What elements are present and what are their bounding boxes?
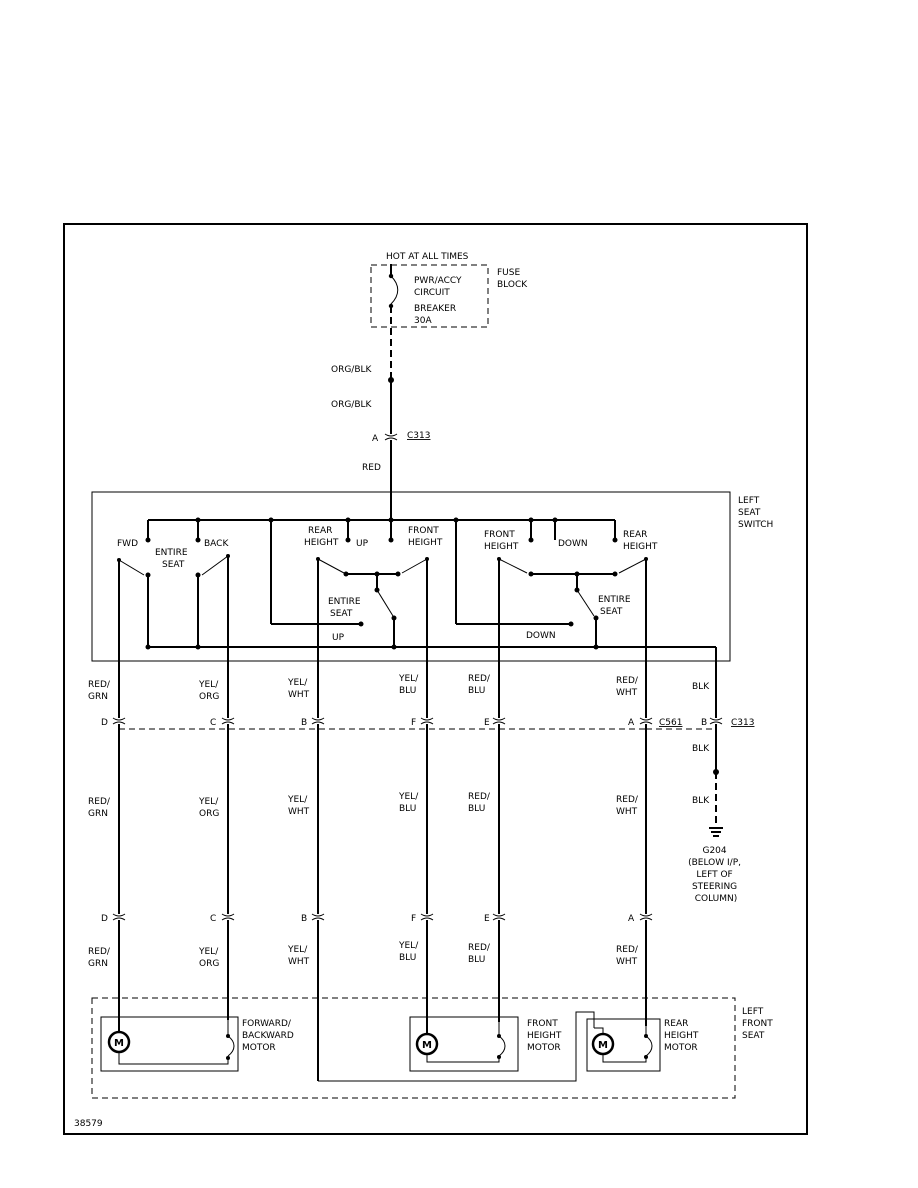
entire-seat-right-label: ENTIRE SEAT (598, 595, 633, 617)
front-height-right-label: FRONT HEIGHT (484, 530, 519, 552)
wire-colors-top: RED/GRN YEL/ORG YEL/WHT YEL/BLU RED/BLU … (88, 674, 710, 702)
svg-text:RED/WHT: RED/WHT (616, 945, 639, 967)
left-seat-switch: LEFT SEAT SWITCH FWD BACK ENTIR (91, 491, 773, 718)
fuse-block: HOT AT ALL TIMES PWR/ACCY CIRCUIT BREAKE… (370, 252, 528, 328)
svg-text:RED/BLU: RED/BLU (468, 674, 491, 696)
feed-connector-pin: A (372, 434, 379, 444)
svg-text:YEL/WHT: YEL/WHT (287, 945, 310, 967)
svg-text:D: D (101, 914, 108, 924)
ground-wire-color-3: BLK (692, 796, 710, 806)
svg-text:RED/WHT: RED/WHT (616, 676, 639, 698)
svg-text:YEL/ORG: YEL/ORG (198, 797, 219, 819)
svg-text:YEL/BLU: YEL/BLU (398, 792, 419, 814)
hot-at-all-times-label: HOT AT ALL TIMES (386, 252, 469, 262)
rear-height-right-label: REAR HEIGHT (623, 530, 658, 552)
ground-connector-label: C313 (731, 718, 754, 728)
svg-text:C: C (210, 718, 216, 728)
svg-text:RED/BLU: RED/BLU (468, 792, 491, 814)
seat-label: LEFT FRONT SEAT (742, 1007, 776, 1041)
svg-text:YEL/ORG: YEL/ORG (198, 680, 219, 702)
back-label: BACK (204, 539, 229, 549)
figure-id: 38579 (74, 1119, 103, 1129)
lower-connector-row: D C B F E A (101, 913, 653, 924)
svg-text:E: E (484, 718, 490, 728)
svg-text:YEL/BLU: YEL/BLU (398, 941, 419, 963)
rear-height-motor: M REAR HEIGHT MOTOR (586, 1018, 701, 1072)
lower-wires (118, 920, 647, 1081)
seat-outline (91, 997, 736, 1099)
down-top-label: DOWN (558, 539, 588, 549)
svg-text:RED/GRN: RED/GRN (88, 947, 111, 969)
middle-wires (118, 724, 647, 914)
feed-wire: ORG/BLK ORG/BLK A C313 RED (331, 306, 430, 520)
fuse-block-label: FUSE BLOCK (497, 268, 528, 290)
c561-connector: D C B F E A C561 B C313 (101, 717, 754, 730)
ground-g204: BLK BLK G204 (BELOW I/P, LEFT OF STEERIN… (688, 724, 744, 904)
ground-wire-color-1: BLK (692, 682, 710, 692)
front-height-left-label: FRONT HEIGHT (408, 526, 443, 548)
ground-wire-color-2: BLK (692, 744, 710, 754)
svg-text:RED/GRN: RED/GRN (88, 797, 111, 819)
svg-text:YEL/WHT: YEL/WHT (287, 795, 310, 817)
feed-wire-color-lower: ORG/BLK (331, 400, 373, 410)
svg-text:B: B (701, 718, 707, 728)
switch-outline (91, 491, 731, 662)
diagram-frame (63, 223, 808, 1135)
forward-backward-motor: M FORWARD/ BACKWARD MOTOR (100, 1016, 297, 1072)
front-height-motor: M FRONT HEIGHT MOTOR (409, 1016, 564, 1072)
up-top-label: UP (356, 539, 369, 549)
entire-seat-left-label: ENTIRE SEAT (155, 548, 190, 570)
svg-text:F: F (411, 914, 416, 924)
svg-text:M: M (422, 1040, 432, 1051)
svg-text:RED/GRN: RED/GRN (88, 680, 111, 702)
svg-text:A: A (628, 914, 635, 924)
svg-text:E: E (484, 914, 490, 924)
svg-text:D: D (101, 718, 108, 728)
feed-wire-color-upper: ORG/BLK (331, 365, 373, 375)
svg-text:YEL/BLU: YEL/BLU (398, 674, 419, 696)
wire-colors-bottom: RED/GRN YEL/ORG YEL/WHT YEL/BLU RED/BLU … (88, 941, 639, 969)
fwd-label: FWD (117, 539, 138, 549)
svg-text:B: B (301, 914, 307, 924)
feed-wire-color-red: RED (362, 463, 381, 473)
rear-height-left-label: REAR HEIGHT (304, 526, 339, 548)
output-wires (118, 556, 647, 718)
up-bottom-label: UP (332, 633, 345, 643)
wire-colors-middle: RED/GRN YEL/ORG YEL/WHT YEL/BLU RED/BLU … (88, 792, 639, 819)
entire-seat-mid-label: ENTIRE SEAT (328, 597, 363, 619)
breaker-label: PWR/ACCY CIRCUIT BREAKER 30A (414, 276, 464, 326)
svg-text:RED/WHT: RED/WHT (616, 795, 639, 817)
forward-backward-motor-label: FORWARD/ BACKWARD MOTOR (242, 1019, 297, 1053)
svg-text:M: M (114, 1038, 124, 1049)
svg-text:C: C (210, 914, 216, 924)
c561-label: C561 (659, 718, 682, 728)
svg-text:YEL/WHT: YEL/WHT (287, 678, 310, 700)
yel-wht-rear-motor-route (318, 1011, 595, 1082)
svg-text:F: F (411, 718, 416, 728)
svg-text:A: A (628, 718, 635, 728)
c313-connector-symbol (384, 433, 398, 441)
svg-text:M: M (598, 1040, 608, 1051)
svg-text:RED/BLU: RED/BLU (468, 943, 491, 965)
svg-text:B: B (301, 718, 307, 728)
front-height-motor-label: FRONT HEIGHT MOTOR (527, 1019, 564, 1053)
circuit-breaker-symbol (388, 264, 399, 309)
switch-label: LEFT SEAT SWITCH (738, 496, 773, 530)
rear-height-motor-label: REAR HEIGHT MOTOR (664, 1019, 701, 1053)
down-bottom-label: DOWN (526, 631, 556, 641)
left-front-seat: LEFT FRONT SEAT M FORWARD/ BACKWARD MOTO… (91, 997, 776, 1099)
g204-label: G204 (BELOW I/P, LEFT OF STEERING COLUMN… (688, 846, 744, 904)
feed-connector-name: C313 (407, 431, 430, 441)
svg-text:YEL/ORG: YEL/ORG (198, 947, 219, 969)
